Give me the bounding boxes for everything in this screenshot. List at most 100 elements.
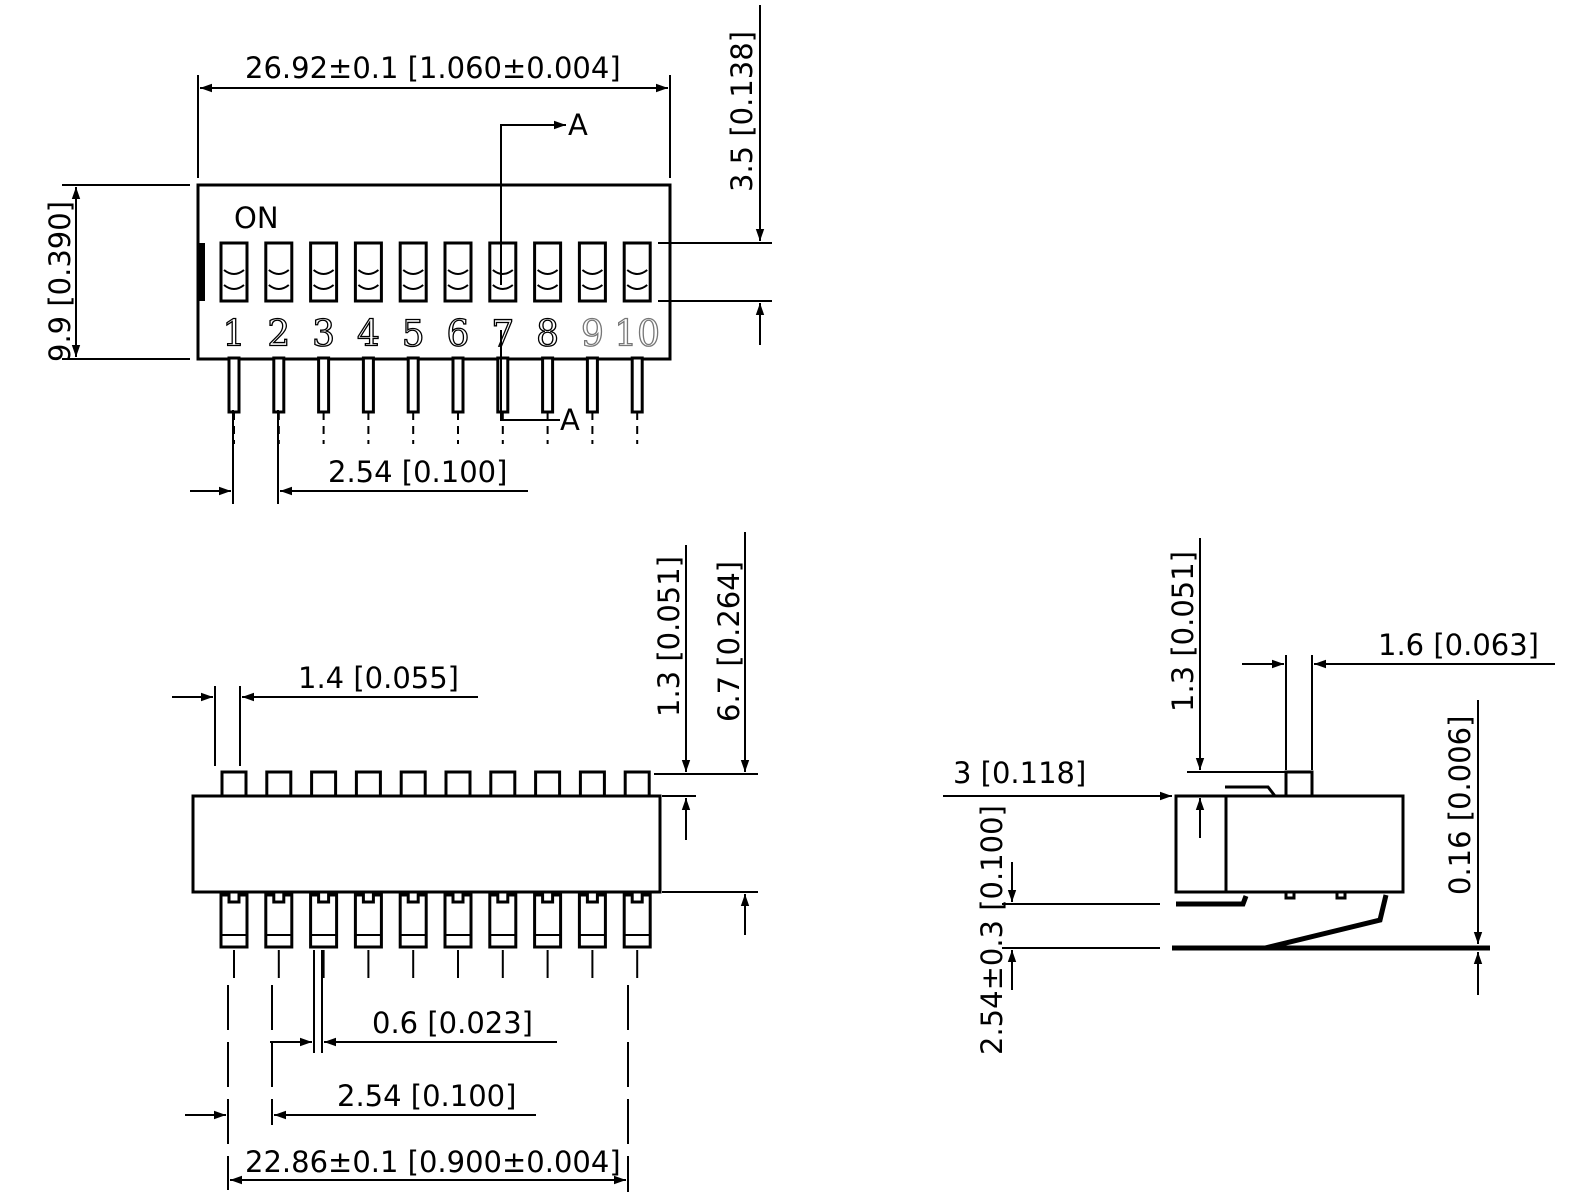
lead bbox=[398, 893, 428, 949]
lead-inner-edge bbox=[1225, 785, 1277, 797]
section-label-top: A bbox=[568, 108, 588, 142]
actuator-slot bbox=[264, 241, 294, 303]
body-dimension-label: 3 [0.118] bbox=[953, 756, 1086, 790]
span-dimension-label: 22.86±0.1 [0.900±0.004] bbox=[245, 1145, 621, 1179]
actuator-front bbox=[489, 770, 517, 798]
lead-bent bbox=[1264, 894, 1389, 951]
lead-tab bbox=[317, 890, 331, 904]
lead bbox=[353, 893, 383, 949]
pin bbox=[496, 356, 510, 414]
side-pad-1 bbox=[1284, 890, 1296, 900]
actuator-knob bbox=[447, 269, 469, 290]
actuator-side bbox=[1284, 770, 1314, 798]
actuator-front bbox=[534, 770, 562, 798]
lead-tab bbox=[630, 890, 644, 904]
actuator-slot bbox=[622, 241, 652, 303]
section-line-bottom bbox=[500, 330, 560, 421]
lead bbox=[309, 893, 339, 949]
actuator-slot bbox=[443, 241, 473, 303]
side-view: 1.3 [0.051] 1.6 [0.063] 3 [0.118] 2.54±0… bbox=[943, 538, 1555, 1055]
lead-tab bbox=[496, 890, 510, 904]
actuator-slot bbox=[577, 241, 607, 303]
actuator-knob bbox=[581, 269, 604, 290]
width-dimension-label: 26.92±0.1 [1.060±0.004] bbox=[245, 51, 621, 85]
lead-tab bbox=[585, 890, 599, 904]
position-number: 2 bbox=[267, 314, 290, 355]
lead bbox=[622, 893, 652, 949]
side-actuator-height-label: 1.3 [0.051] bbox=[1166, 551, 1200, 712]
on-label: ON bbox=[234, 201, 279, 235]
lead-tab bbox=[541, 890, 555, 904]
actuator-knob bbox=[312, 269, 335, 290]
actuator-row-top bbox=[219, 241, 652, 303]
height-dimension-label: 9.9 [0.390] bbox=[43, 201, 77, 362]
actuator-knob bbox=[223, 269, 245, 290]
side-pad-2 bbox=[1335, 890, 1347, 900]
front-pitch-dimension-label: 2.54 [0.100] bbox=[337, 1079, 516, 1113]
lead-offset-label: 2.54±0.3 [0.100] bbox=[975, 805, 1009, 1055]
lead-tab bbox=[272, 890, 286, 904]
position-number: 7 bbox=[491, 314, 514, 355]
lead-thickness-label: 0.16 [0.006] bbox=[1443, 716, 1477, 895]
actuator-front bbox=[444, 770, 472, 798]
position-number: 5 bbox=[402, 314, 425, 355]
side-frame bbox=[1174, 794, 1226, 894]
actuator-slot bbox=[488, 241, 518, 303]
actuator-knob bbox=[357, 269, 380, 290]
actuator-knob bbox=[492, 269, 514, 290]
pin bbox=[541, 356, 555, 414]
actuator-slot bbox=[398, 241, 428, 303]
actuator-front bbox=[265, 770, 293, 798]
actuator-knob bbox=[402, 269, 424, 290]
position-number: 4 bbox=[357, 314, 380, 355]
lead-tab bbox=[227, 890, 241, 904]
actuator-slot bbox=[219, 241, 249, 303]
switch-body-front bbox=[191, 794, 662, 894]
position-number: 3 bbox=[312, 314, 335, 355]
actuator-front bbox=[354, 770, 382, 798]
pin bbox=[272, 356, 286, 414]
section-line-top bbox=[500, 120, 566, 285]
lead-tab bbox=[406, 890, 420, 904]
switch-body-side bbox=[1224, 794, 1405, 894]
actuator-dimension-label: 3.5 [0.138] bbox=[725, 31, 759, 192]
pin bbox=[451, 356, 465, 414]
actuator-front bbox=[310, 770, 338, 798]
actuator-front bbox=[220, 770, 248, 798]
lead-width-dimension-label: 0.6 [0.023] bbox=[372, 1006, 533, 1040]
pin bbox=[317, 356, 331, 414]
actuator-slot bbox=[533, 241, 563, 303]
lead-row-front bbox=[219, 890, 652, 978]
total-height-label: 6.7 [0.264] bbox=[712, 561, 746, 722]
actuator-knob bbox=[268, 269, 290, 290]
lead bbox=[577, 893, 607, 949]
actuator-front bbox=[399, 770, 427, 798]
front-view: 1.4 [0.055] 1.3 [0.051] 6.7 [0.264] 0.6 … bbox=[172, 532, 758, 1192]
actuator-front bbox=[578, 770, 606, 798]
body-edge-mark bbox=[199, 243, 205, 301]
actuator-row-front bbox=[220, 770, 651, 798]
lead-tab bbox=[451, 890, 465, 904]
pin bbox=[361, 356, 375, 414]
actuator-width-label: 1.6 [0.063] bbox=[1378, 628, 1539, 662]
actuator-height-label: 1.3 [0.051] bbox=[652, 556, 686, 717]
pin-row-top bbox=[227, 356, 644, 444]
pin bbox=[630, 356, 644, 414]
pin-width-dimension-label: 1.4 [0.055] bbox=[298, 661, 459, 695]
pitch-dimension-label: 2.54 [0.100] bbox=[328, 455, 507, 489]
position-number: 10 bbox=[614, 314, 660, 355]
lead-upper bbox=[1176, 895, 1249, 907]
actuator-knob bbox=[536, 269, 559, 290]
position-number: 8 bbox=[536, 314, 559, 355]
position-number: 1 bbox=[223, 314, 246, 355]
actuator-slot bbox=[353, 241, 383, 303]
pin bbox=[406, 356, 420, 414]
position-number: 6 bbox=[447, 314, 470, 355]
actuator-slot bbox=[309, 241, 339, 303]
actuator-front bbox=[623, 770, 651, 798]
position-number: 9 bbox=[581, 314, 604, 355]
pin bbox=[227, 356, 241, 414]
